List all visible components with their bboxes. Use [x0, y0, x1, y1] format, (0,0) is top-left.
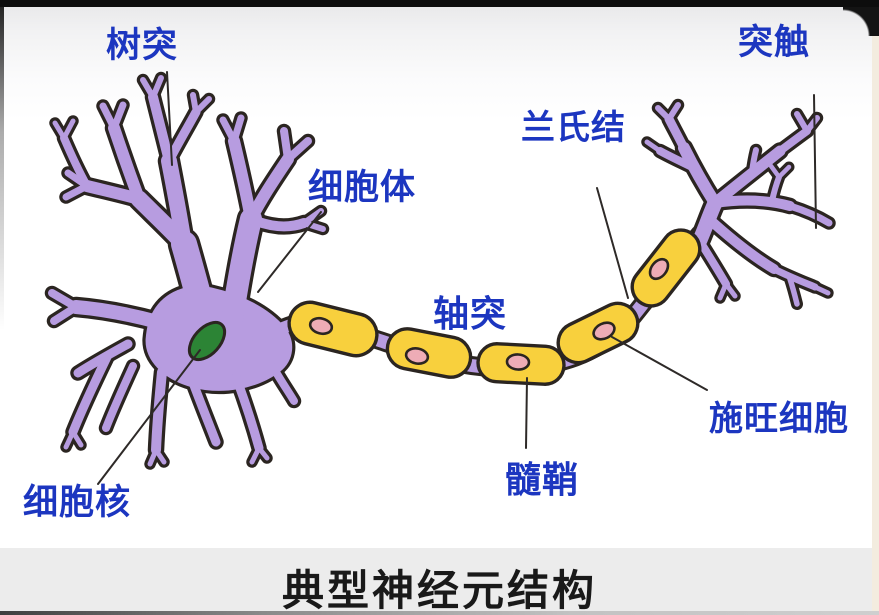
schwann-nucleus	[308, 316, 334, 336]
footer-bar	[0, 548, 879, 615]
schwann-nucleus	[404, 347, 430, 365]
left-edge-shadow	[0, 0, 4, 330]
leader-lines	[97, 71, 817, 485]
schwann-nucleus	[648, 257, 670, 281]
diagram-title: 典型神经元结构	[281, 567, 597, 614]
schwann-nucleus	[505, 353, 531, 371]
leader-line-schwann-cell	[611, 336, 708, 391]
leader-line-myelin	[525, 377, 528, 449]
label-axon: 轴突	[433, 293, 508, 334]
label-node-of-ranvier: 兰氏结	[521, 109, 626, 147]
label-dendrite: 树突	[106, 26, 179, 65]
label-synapse: 突触	[738, 23, 811, 62]
bottom-edge-bar	[0, 611, 879, 615]
myelin-segment-1	[287, 300, 379, 358]
schwann-nucleus	[592, 321, 616, 341]
right-edge-strip	[872, 0, 879, 615]
label-myelin-sheath: 髓鞘	[505, 459, 580, 500]
myelin-segment-2	[385, 327, 473, 379]
label-cell-body: 细胞体	[308, 168, 417, 207]
leader-line-nucleus	[97, 349, 201, 485]
top-edge-bar	[0, 0, 879, 7]
leader-line-synapse	[813, 94, 817, 229]
leader-line-node-of-ranvier	[596, 187, 629, 299]
schwann-cell-nuclei	[308, 257, 670, 371]
label-schwann-cell: 施旺细胞	[709, 400, 849, 438]
leader-line-cell-body	[257, 211, 322, 293]
label-nucleus: 细胞核	[23, 483, 132, 522]
dendrite-tree	[52, 78, 323, 464]
leader-line-dendrite	[166, 71, 173, 166]
nucleus-shape	[187, 320, 227, 362]
